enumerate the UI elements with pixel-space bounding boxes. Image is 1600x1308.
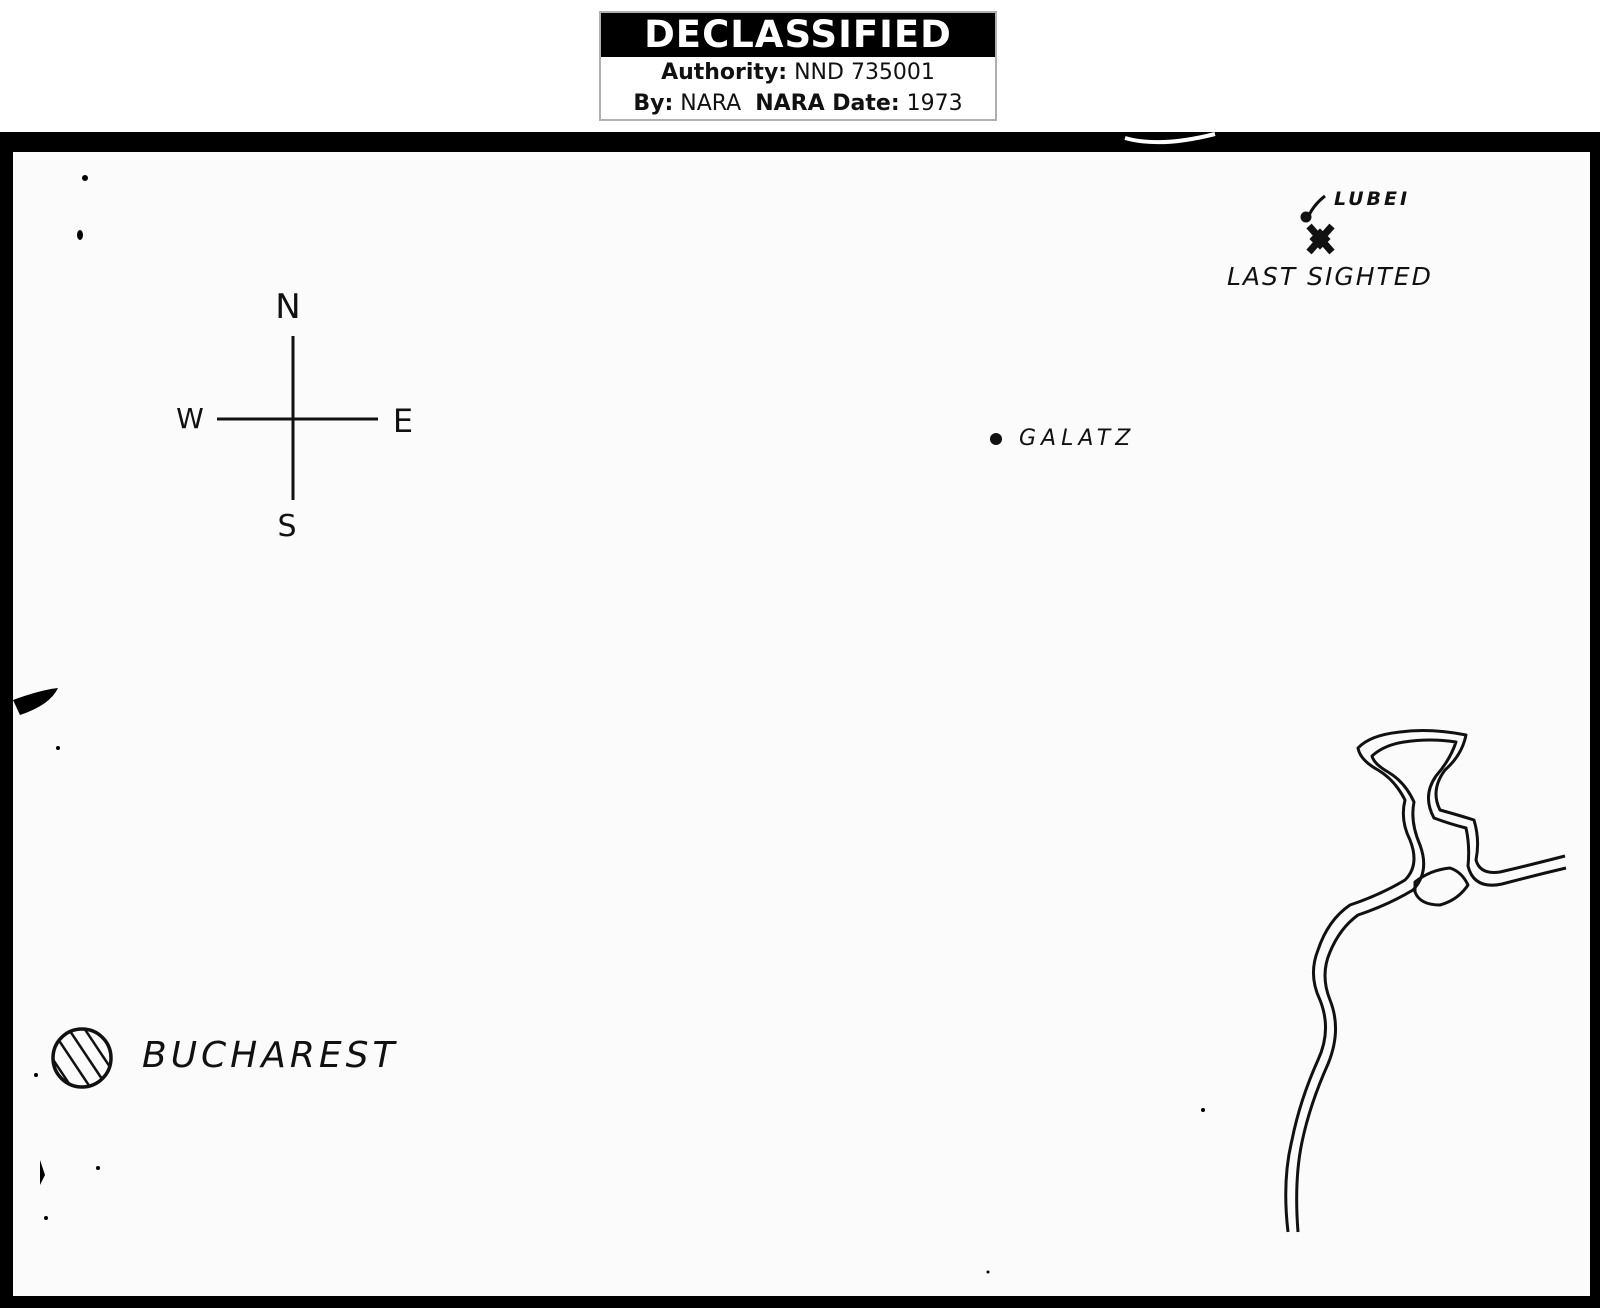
compass-west-label: W <box>176 402 204 435</box>
map-sheet <box>13 152 1590 1296</box>
galatz-label: GALATZ <box>1019 426 1135 451</box>
stamp-date-label: NARA Date: <box>755 91 900 116</box>
stamp-title: DECLASSIFIED <box>601 13 995 57</box>
compass-east-label: E <box>393 402 413 440</box>
lubei-marker <box>1300 194 1326 223</box>
frame-scratch <box>1124 132 1216 145</box>
bucharest-label: BUCHAREST <box>142 1035 398 1076</box>
stamp-by-label: By: <box>633 91 674 116</box>
compass-south-label: S <box>277 509 296 544</box>
compass <box>217 336 378 500</box>
frame-marks <box>13 175 1205 1274</box>
stamp-authority-label: Authority: <box>661 60 788 85</box>
stamp-authority-value: NND 735001 <box>794 60 935 85</box>
stamp-by-value: NARA <box>680 91 742 116</box>
stamp-authority-line: Authority: NND 735001 <box>601 57 995 88</box>
river-danube <box>1284 729 1567 1233</box>
lubei-label: LUBEI <box>1334 188 1410 210</box>
compass-north-label: N <box>275 287 300 327</box>
bucharest-symbol <box>51 1027 113 1089</box>
last-sighted-label: LAST SIGHTED <box>1227 262 1433 291</box>
stamp-by-line: By: NARA NARA Date: 1973 <box>601 88 995 119</box>
last-sighted-marker <box>1306 223 1335 255</box>
stamp-date-value: 1973 <box>906 91 963 116</box>
declassified-stamp: DECLASSIFIED Authority: NND 735001 By: N… <box>599 11 997 121</box>
galatz-dot <box>990 433 1002 445</box>
